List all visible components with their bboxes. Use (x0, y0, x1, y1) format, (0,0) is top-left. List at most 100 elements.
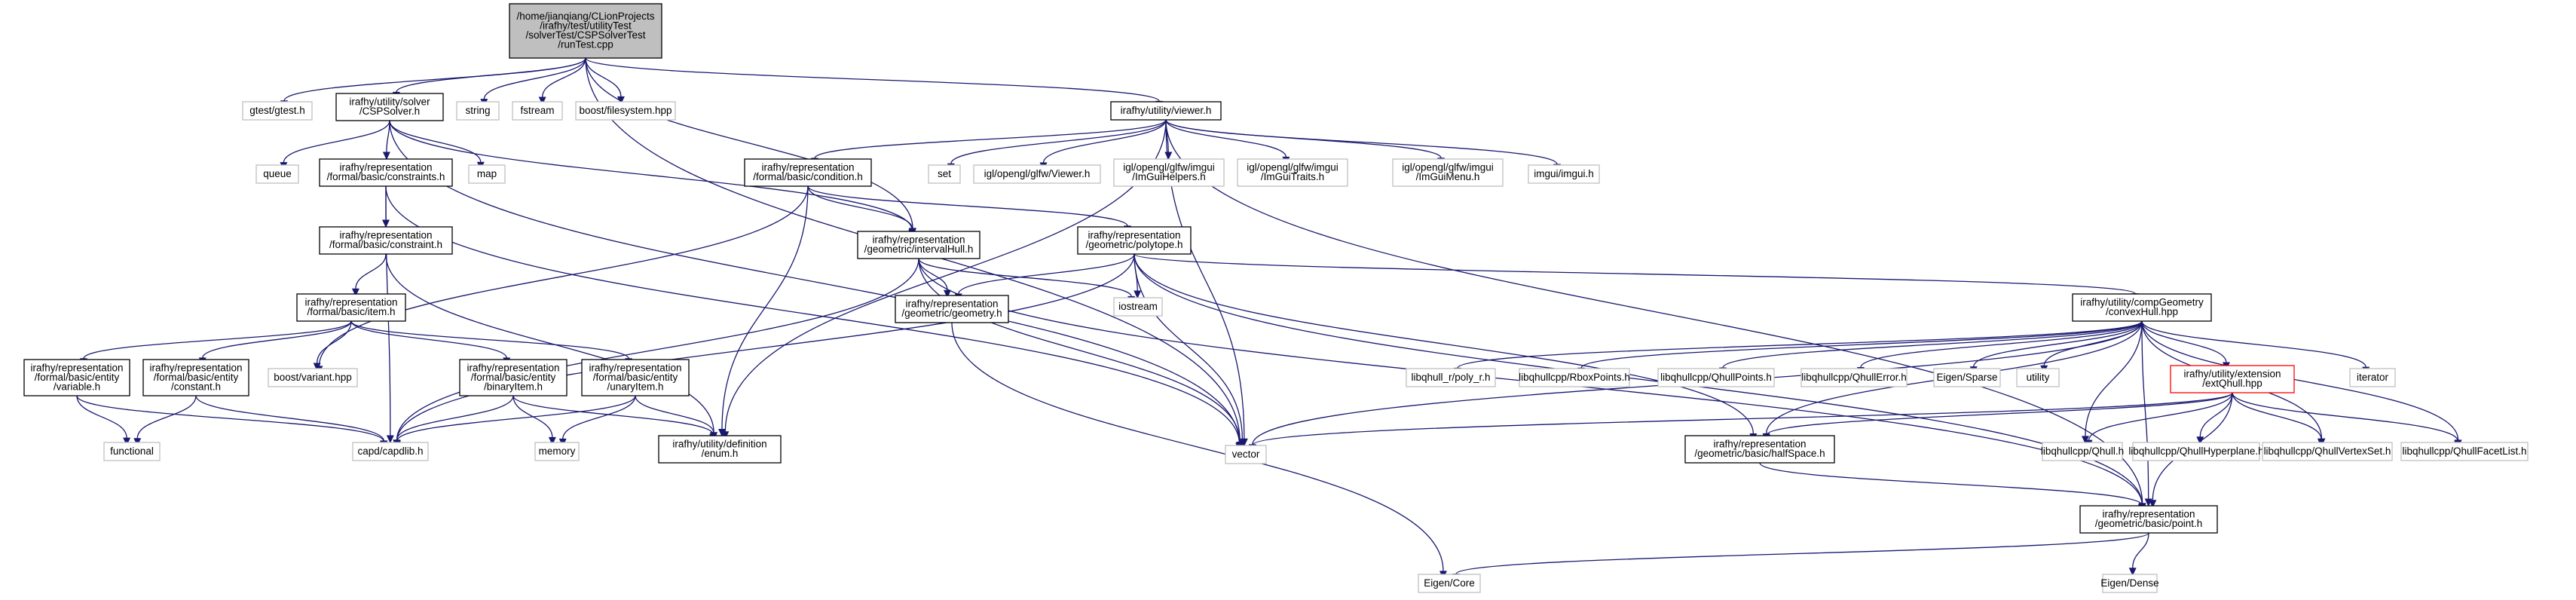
node-label-line: /formal/basic/constraint.h (329, 239, 442, 250)
node-constraint[interactable]: irafhy/representation/formal/basic/const… (319, 226, 453, 255)
node-label-line: libqhullcpp/QhullHyperplane.h (2128, 445, 2263, 457)
node-label-line: iterator (2357, 372, 2389, 383)
node-label-line: irafhy/representation (1713, 439, 1806, 450)
node-imguitraits: igl/opengl/glfw/imgui/ImGuiTraits.h (1237, 158, 1348, 187)
node-enum[interactable]: irafhy/utility/definition/enum.h (658, 435, 782, 464)
arrowhead (2149, 500, 2157, 508)
node-label-line: igl/opengl/glfw/Viewer.h (984, 168, 1091, 179)
node-label-line: fstream (520, 105, 554, 116)
node-eigencore: Eigen/Core (1418, 574, 1481, 593)
node-label-line: /formal/basic/condition.h (753, 171, 863, 182)
node-box (1113, 297, 1163, 317)
node-label-line: irafhy/representation (589, 362, 681, 373)
node-box (581, 359, 690, 396)
edge-polytope-to-vector (1134, 253, 1247, 448)
node-label-line: functional (110, 445, 154, 457)
edge-runTest-to-viewer (585, 57, 1164, 109)
node-label-line: igl/opengl/glfw/imgui (1402, 162, 1494, 173)
node-map: map (468, 164, 506, 184)
node-box (1225, 445, 1267, 464)
node-item[interactable]: irafhy/representation/formal/basic/item.… (296, 293, 406, 322)
node-label-line: libqhullcpp/QhullPoints.h (1660, 372, 1772, 383)
node-point[interactable]: irafhy/representation/geometric/basic/po… (2079, 505, 2218, 534)
node-box (658, 435, 782, 464)
edge-binaryitem-to-memory (512, 395, 556, 445)
node-label-line: irafhy/representation (304, 297, 397, 308)
node-imguihelpers: igl/opengl/glfw/imgui/ImGuiHelpers.h (1113, 158, 1225, 187)
node-constraints[interactable]: irafhy/representation/formal/basic/const… (319, 158, 453, 187)
node-binaryitem[interactable]: irafhy/representation/formal/basic/entit… (459, 359, 568, 396)
node-box (335, 93, 444, 121)
node-label-line: imgui/imgui.h (1534, 168, 1594, 179)
node-box (1237, 158, 1348, 187)
node-box (1657, 368, 1775, 387)
node-vector: vector (1225, 445, 1267, 464)
node-label-line: libqhullcpp/QhullError.h (1801, 372, 1907, 383)
node-label-line: libqhull_r/poly_r.h (1411, 372, 1490, 383)
node-iostream: iostream (1113, 297, 1163, 317)
edge-viewer-to-imguimenu (1165, 119, 1446, 166)
node-geometry[interactable]: irafhy/representation/geometric/geometry… (895, 295, 1009, 323)
node-imguimenu: igl/opengl/glfw/imgui/ImGuiMenu.h (1392, 158, 1504, 187)
node-unaryitem[interactable]: irafhy/representation/formal/basic/entit… (581, 359, 690, 396)
node-box (2400, 442, 2529, 461)
node-label-line: /geometric/basic/point.h (2095, 518, 2203, 529)
node-label-line: Eigen/Core (1424, 577, 1475, 589)
node-box (255, 164, 299, 184)
node-box (459, 359, 568, 396)
node-viewer[interactable]: irafhy/utility/viewer.h (1110, 101, 1222, 121)
edge-convexhull-to-point (2141, 320, 2152, 507)
node-box (744, 158, 872, 187)
node-box (1077, 226, 1192, 255)
node-label-line: vector (1232, 448, 1260, 460)
edge-viewer-to-imguitraits (1165, 119, 1290, 165)
node-label-line: /enum.h (702, 448, 739, 459)
edge-extqhull-to-qhullvertexset (2232, 392, 2326, 448)
node-label-line: boost/filesystem.hpp (579, 105, 672, 116)
node-label-line: libqhullcpp/RboxPoints.h (1519, 372, 1630, 383)
node-intervalhull[interactable]: irafhy/representation/geometric/interval… (857, 231, 981, 259)
node-variable[interactable]: irafhy/representation/formal/basic/entit… (23, 359, 130, 396)
edge-item-to-binaryitem (350, 320, 511, 366)
node-label-line: irafhy/utility/compGeometry (2080, 297, 2204, 308)
edge-item-to-variant (313, 320, 352, 372)
node-qhullvertexset: libqhullcpp/QhullVertexSet.h (2262, 442, 2393, 461)
node-halfspace[interactable]: irafhy/representation/geometric/basic/ha… (1684, 435, 1835, 464)
node-box (2016, 368, 2060, 387)
node-box (319, 226, 453, 255)
node-polytope[interactable]: irafhy/representation/geometric/polytope… (1077, 226, 1192, 255)
node-box (2072, 293, 2212, 322)
edge-item-to-unaryitem (350, 320, 633, 366)
node-label-line: /ImGuiHelpers.h (1132, 171, 1206, 182)
node-convexhull[interactable]: irafhy/utility/compGeometry/convexHull.h… (2072, 293, 2212, 322)
node-label-line: map (477, 168, 497, 179)
edge-item-to-constant (198, 320, 352, 366)
node-label-line: /geometric/geometry.h (901, 308, 1002, 319)
edge-polytope-to-halfspace (1134, 253, 1758, 442)
node-box (509, 3, 662, 59)
arrowhead (2128, 568, 2137, 576)
node-label-line: irafhy/utility/definition (672, 439, 766, 450)
node-constant[interactable]: irafhy/representation/formal/basic/entit… (142, 359, 249, 396)
node-qhullpoints: libqhullcpp/QhullPoints.h (1657, 368, 1775, 387)
node-label-line: irafhy/representation (339, 230, 432, 241)
node-label-line: /formal/basic/entity (593, 372, 678, 383)
node-runTest[interactable]: /home/jianqiang/CLionProjects/irafhy/tes… (509, 3, 662, 59)
edge-condition-to-polytope (807, 185, 1132, 234)
node-label-line: memory (539, 445, 576, 457)
edge-halfspace-to-point (1759, 462, 2146, 513)
node-condition[interactable]: irafhy/representation/formal/basic/condi… (744, 158, 872, 187)
node-gtest: gtest/gtest.h (242, 101, 313, 121)
node-box (928, 164, 961, 184)
node-box (895, 295, 1009, 323)
node-box (268, 368, 358, 387)
node-extqhull[interactable]: irafhy/utility/extension/extQhull.hpp (2170, 365, 2295, 393)
node-box (1406, 368, 1496, 387)
arrowhead (1238, 439, 1247, 448)
node-box (1933, 368, 2001, 387)
node-label-line: igl/opengl/glfw/imgui (1123, 162, 1215, 173)
node-box (23, 359, 130, 396)
node-label-line: irafhy/representation (1088, 230, 1180, 241)
node-cspsolver[interactable]: irafhy/utility/solver/CSPSolver.h (335, 93, 444, 121)
edge-constraint-to-enum (385, 253, 718, 440)
